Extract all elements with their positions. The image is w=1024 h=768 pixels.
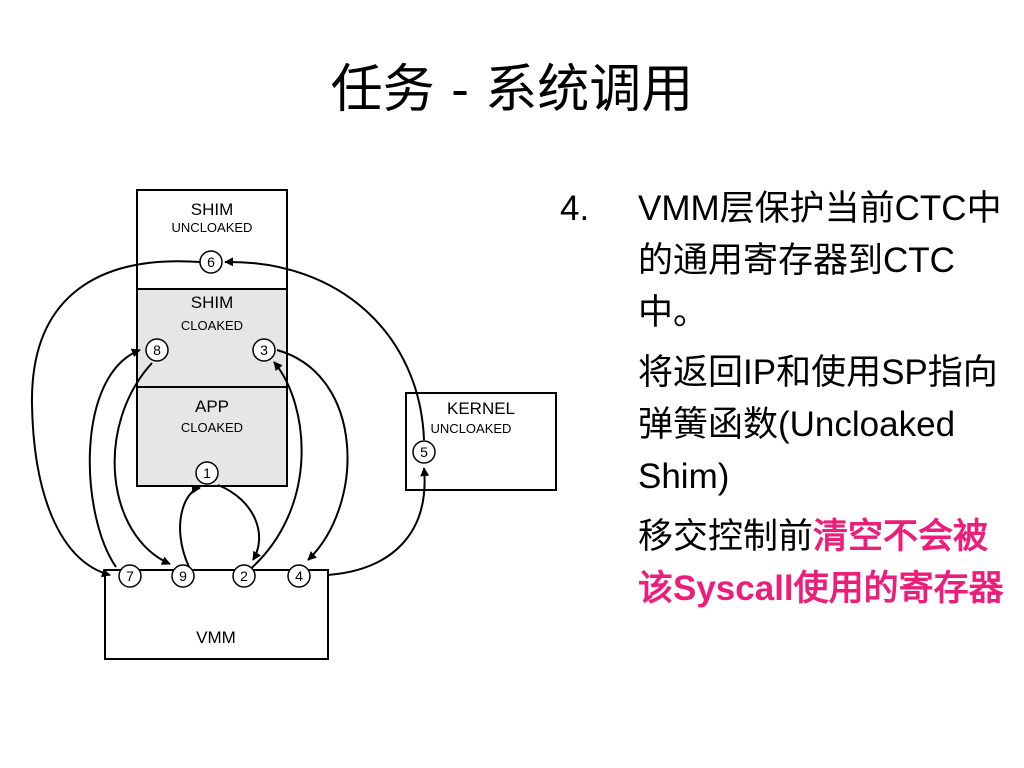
step-4-label: 4 — [295, 568, 303, 584]
step-2: 2 — [232, 564, 256, 588]
app-cloaked-box — [136, 386, 288, 487]
step-5-label: 5 — [420, 444, 428, 460]
step-8: 8 — [145, 338, 169, 362]
shim-cloaked-title: SHIM — [191, 293, 234, 312]
arrow-step-3 — [246, 361, 303, 573]
syscall-flow-diagram: SHIM UNCLOAKED SHIM CLOAKED APP CLOAKED … — [30, 189, 557, 660]
kernel-subtitle: UNCLOAKED — [431, 421, 512, 436]
paragraph-return-ip: 将返回IP和使用SP指向弹簧函数(Uncloaked Shim) — [638, 353, 998, 496]
step-6-label: 6 — [207, 254, 215, 270]
shim-cloaked-subtitle: CLOAKED — [181, 318, 243, 333]
paragraph-clear-registers: 移交控制前清空不会被该Syscall使用的寄存器 — [560, 511, 1005, 615]
step-7: 7 — [118, 564, 142, 588]
arrow-step-2 — [217, 484, 262, 561]
kernel-box — [405, 392, 557, 491]
app-cloaked-title: APP — [195, 397, 229, 416]
step-1-label: 1 — [203, 465, 211, 481]
shim-uncloaked-subtitle: UNCLOAKED — [172, 220, 253, 235]
arrow-step-7 — [30, 260, 201, 578]
shim-cloaked-box — [136, 288, 288, 388]
list-number: 4. — [560, 189, 590, 228]
step-3: 3 — [252, 338, 276, 362]
paragraph-prefix: 移交控制前 — [638, 517, 814, 556]
arrow-step-1 — [179, 484, 201, 568]
slide-title: 任务 - 系统调用 — [330, 60, 694, 120]
step-9-label: 9 — [179, 568, 187, 584]
arrow-step-6 — [224, 257, 425, 441]
list-item-4: 4. VMM层保护当前CTC中的通用寄存器到CTC中。 — [560, 183, 1005, 339]
shim-uncloaked-title: SHIM — [191, 200, 234, 219]
step-2-label: 2 — [240, 568, 248, 584]
step-9: 9 — [171, 564, 195, 588]
vmm-title: VMM — [196, 628, 236, 647]
highlighted-text: 清空不会被该Syscall使用的寄存器 — [638, 517, 1004, 608]
list-item-text: VMM层保护当前CTC中的通用寄存器到CTC中。 — [638, 189, 1002, 332]
arrow-step-4 — [276, 349, 349, 561]
step-6: 6 — [199, 250, 223, 274]
step-7-label: 7 — [126, 568, 134, 584]
explanation-text: 4. VMM层保护当前CTC中的通用寄存器到CTC中。 将返回IP和使用SP指向… — [560, 183, 1005, 615]
arrow-step-9 — [113, 362, 171, 565]
step-3-label: 3 — [260, 342, 268, 358]
step-5: 5 — [412, 440, 436, 464]
vmm-box — [104, 569, 329, 660]
step-1: 1 — [195, 461, 219, 485]
arrow-step-5 — [327, 467, 430, 576]
arrow-step-8 — [88, 348, 141, 568]
app-cloaked-subtitle: CLOAKED — [181, 420, 243, 435]
step-8-label: 8 — [153, 342, 161, 358]
step-4: 4 — [287, 564, 311, 588]
kernel-title: KERNEL — [447, 399, 515, 418]
